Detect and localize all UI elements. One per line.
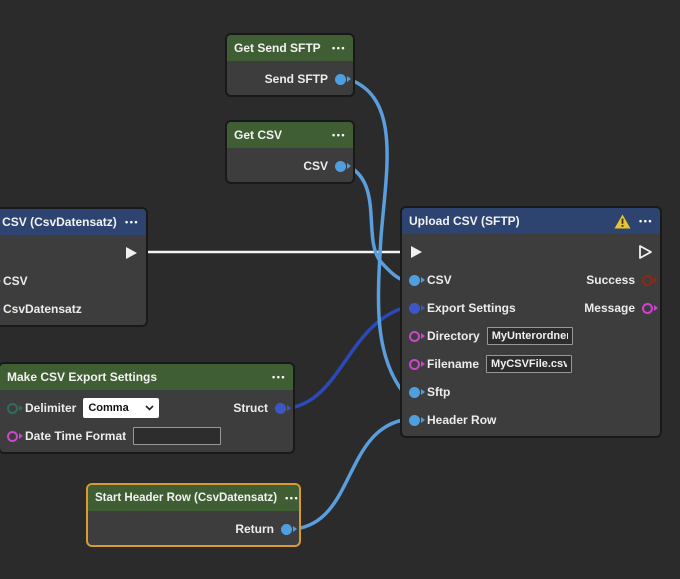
output-label-send-sftp: Send SFTP [264, 72, 328, 86]
input-port-filename[interactable] [409, 359, 425, 370]
node-menu-icon[interactable]: ••• [332, 43, 346, 53]
input-port-csv[interactable] [409, 274, 425, 286]
date-time-format-field[interactable] [133, 427, 222, 445]
wire-struct-to-export-settings[interactable] [287, 306, 405, 410]
output-label-struct: Struct [233, 401, 268, 415]
node-menu-icon[interactable]: ••• [639, 216, 653, 226]
delimiter-selected-value: Comma [88, 402, 129, 414]
node-menu-icon[interactable]: ••• [125, 217, 139, 227]
input-label-directory: Directory [427, 329, 480, 343]
exec-output-pin[interactable] [638, 244, 653, 260]
input-label-header-row: Header Row [427, 413, 497, 427]
chevron-down-icon [145, 405, 154, 411]
input-label-export-settings: Export Settings [427, 301, 516, 315]
node-header[interactable]: Upload CSV (SFTP) ••• [402, 208, 660, 234]
node-title: To CSV (CsvDatensatz) [0, 215, 117, 229]
exec-output-pin[interactable] [124, 245, 139, 261]
node-header[interactable]: Get CSV ••• [227, 122, 353, 148]
node-header[interactable]: Start Header Row (CsvDatensatz) ••• [88, 485, 299, 511]
input-port-sftp[interactable] [409, 386, 425, 398]
node-get-send-sftp[interactable]: Get Send SFTP ••• Send SFTP [225, 33, 355, 97]
node-menu-icon[interactable]: ••• [285, 493, 300, 503]
filename-field[interactable] [486, 355, 573, 373]
node-to-csv[interactable]: To CSV (CsvDatensatz) ••• CSV CsvDatensa… [0, 207, 148, 327]
warning-icon[interactable] [614, 214, 631, 229]
output-label-return: Return [235, 522, 274, 536]
output-port-struct[interactable] [275, 402, 291, 414]
wire-csv-to-csv[interactable] [346, 164, 405, 282]
node-header[interactable]: To CSV (CsvDatensatz) ••• [0, 209, 146, 235]
output-port-csv[interactable] [335, 160, 351, 172]
output-label-csv: CSV [303, 159, 328, 173]
wire-sendsftp-to-sftp[interactable] [346, 77, 405, 394]
exec-input-pin[interactable] [409, 244, 424, 260]
input-label-sftp: Sftp [427, 385, 451, 399]
input-label-date-time-format: Date Time Format [25, 429, 127, 443]
input-port-export-settings[interactable] [409, 302, 425, 314]
output-port-return[interactable] [281, 523, 297, 535]
input-port-delimiter[interactable] [7, 403, 23, 414]
input-label-filename: Filename [427, 357, 480, 371]
delimiter-select[interactable]: Comma [83, 398, 160, 418]
output-port-send-sftp[interactable] [335, 73, 351, 85]
node-menu-icon[interactable]: ••• [332, 130, 346, 140]
node-menu-icon[interactable]: ••• [272, 372, 286, 382]
output-port-success[interactable] [642, 275, 658, 286]
node-make-csv-export-settings[interactable]: Make CSV Export Settings ••• Delimiter C… [0, 362, 295, 454]
wire-return-to-header-row[interactable] [292, 418, 405, 531]
node-start-header-row[interactable]: Start Header Row (CsvDatensatz) ••• Retu… [86, 483, 301, 547]
node-upload-csv[interactable]: Upload CSV (SFTP) ••• [400, 206, 662, 438]
input-label-csvdatensatz: CsvDatensatz [3, 302, 82, 316]
node-title: Make CSV Export Settings [7, 370, 158, 384]
directory-field[interactable] [486, 327, 573, 345]
output-label-success: Success [586, 273, 635, 287]
node-title: Get Send SFTP [234, 41, 321, 55]
input-port-date-time-format[interactable] [7, 431, 23, 442]
input-label-csv: CSV [3, 274, 28, 288]
node-title: Upload CSV (SFTP) [409, 214, 520, 228]
input-port-directory[interactable] [409, 331, 425, 342]
node-title: Get CSV [234, 128, 283, 142]
node-get-csv[interactable]: Get CSV ••• CSV [225, 120, 355, 184]
node-title: Start Header Row (CsvDatensatz) [95, 492, 278, 504]
node-header[interactable]: Make CSV Export Settings ••• [0, 364, 293, 390]
output-port-message[interactable] [642, 303, 658, 314]
node-header[interactable]: Get Send SFTP ••• [227, 35, 353, 61]
input-label-delimiter: Delimiter [25, 401, 77, 415]
input-port-header-row[interactable] [409, 414, 425, 426]
input-label-csv: CSV [427, 273, 452, 287]
output-label-message: Message [584, 301, 635, 315]
